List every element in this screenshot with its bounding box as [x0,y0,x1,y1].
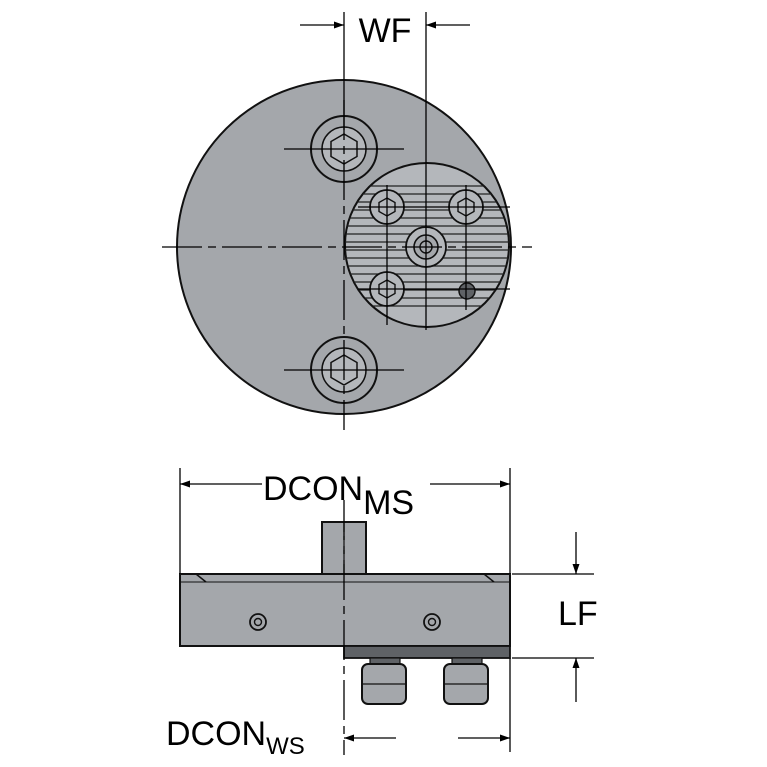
dcon-ws-label-main: DCON [166,715,266,753]
lf-dimension: LF [512,532,598,702]
top-view: WF [162,12,532,430]
wf-label: WF [359,12,412,50]
dcon-ws-dimension: DCONWS [166,658,511,760]
lf-label: LF [558,595,598,633]
side-clamp-plate [343,645,511,659]
side-hole-right [423,613,441,631]
side-view: DCONMS LF DCONWS [166,468,598,760]
bottom-screw-left [361,657,407,705]
dcon-ms-dimension: DCONMS [179,468,511,574]
dcon-ms-label-sub: MS [363,484,414,522]
side-hole-left [249,613,267,631]
top-view-center-lines [162,100,532,430]
wf-dimension: WF [300,12,470,226]
locating-pin-hole [458,282,476,300]
dcon-ws-label: DCONWS [166,715,305,760]
dcon-ms-label-main: DCON [263,470,363,508]
bottom-screw-right [443,657,489,705]
dcon-ms-label: DCONMS [263,470,414,522]
side-main-body [179,573,511,647]
dcon-ws-label-sub: WS [266,733,305,760]
